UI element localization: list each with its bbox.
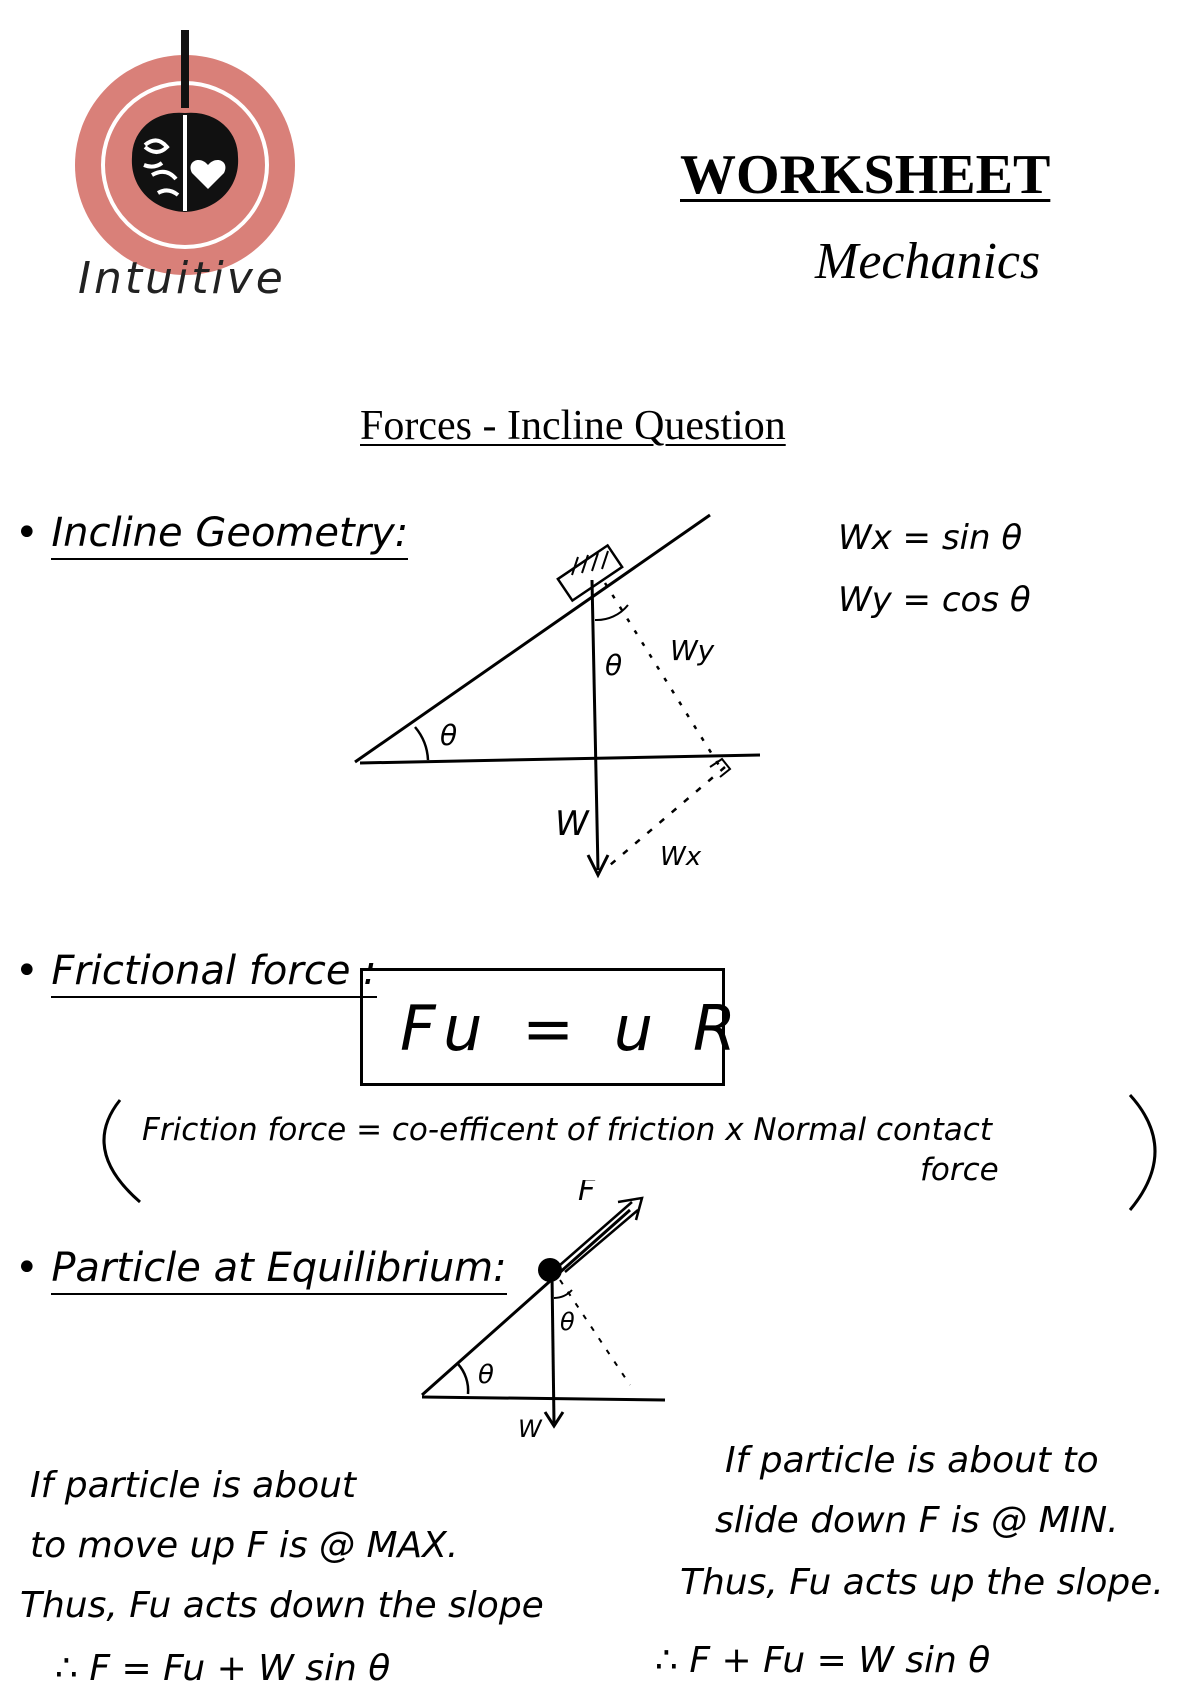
eq-base-angle-arc [457, 1363, 470, 1395]
friction-explanation-line2: force [920, 1152, 999, 1188]
eq-theta-top-label: θ [560, 1308, 575, 1336]
f-label: F [578, 1180, 596, 1208]
eq-incline-line [421, 1208, 631, 1397]
logo: Intuitive [60, 25, 310, 304]
incline-geometry-heading: • Incline Geometry: [15, 510, 409, 560]
eq-top-angle-arc [553, 1289, 573, 1299]
base-angle-arc [414, 726, 430, 761]
top-angle-arc [594, 604, 629, 622]
right-angle-mark [709, 757, 732, 778]
explanation-brackets [102, 1093, 1157, 1211]
left-note-line1: If particle is about [30, 1465, 357, 1506]
brain-icon [131, 112, 239, 212]
incline-geometry-diagram: θ θ W Wx Wy [354, 513, 761, 879]
worksheet-title: WORKSHEET [680, 144, 1051, 206]
wy-equation: Wy = cos θ [838, 580, 1031, 620]
force-arrow-line-1 [559, 1201, 633, 1266]
base-line [359, 753, 761, 765]
eq-base-line [421, 1395, 666, 1402]
right-note-line1: If particle is about to [725, 1440, 1099, 1481]
force-arrow-line-2 [564, 1209, 639, 1273]
right-bracket [1128, 1093, 1157, 1211]
weight-line [590, 579, 600, 871]
wx-equation: Wx = sin θ [838, 518, 1023, 558]
force-arrowhead [617, 1196, 644, 1221]
frictional-force-heading: • Frictional force : [15, 948, 377, 998]
theta-base-label: θ [440, 719, 457, 752]
particle-equilibrium-heading: • Particle at Equilibrium: [15, 1245, 507, 1295]
theta-top-label: θ [605, 649, 622, 682]
block [556, 543, 624, 603]
logo-wordmark: Intuitive [78, 253, 286, 304]
weight-arrowhead [586, 854, 610, 879]
equilibrium-diagram: F θ θ W [421, 1180, 666, 1440]
left-bracket [102, 1099, 141, 1204]
eq-theta-base-label: θ [478, 1360, 494, 1390]
wx-label: Wx [660, 842, 702, 872]
incline-line [354, 513, 711, 764]
w-label: W [555, 804, 590, 844]
friction-formula-box [360, 968, 725, 1086]
friction-explanation-line1: Friction force = co-efficent of friction… [142, 1112, 992, 1148]
left-equation: ∴ F = Fu + W sin θ [55, 1648, 391, 1689]
eq-w-label: W [518, 1415, 543, 1440]
particle [538, 1258, 562, 1282]
eq-weight-line [550, 1274, 556, 1424]
worksheet-subtitle: Mechanics [815, 233, 1041, 290]
right-note-line3: Thus, Fu acts up the slope. [680, 1562, 1164, 1603]
right-equation: ∴ F + Fu = W sin θ [655, 1640, 991, 1681]
block-hatching [571, 550, 609, 576]
question-title: Forces - Incline Question [360, 403, 786, 449]
pen-icon [181, 30, 189, 108]
wy-label: Wy [670, 634, 715, 667]
left-note-line2: to move up F is @ MAX. [30, 1525, 459, 1566]
right-note-line2: slide down F is @ MIN. [715, 1500, 1119, 1541]
friction-formula: Fu = u R [400, 992, 746, 1065]
eq-weight-arrowhead [543, 1411, 565, 1429]
left-note-line3: Thus, Fu acts down the slope [20, 1585, 544, 1626]
logo-emblem [75, 30, 295, 275]
